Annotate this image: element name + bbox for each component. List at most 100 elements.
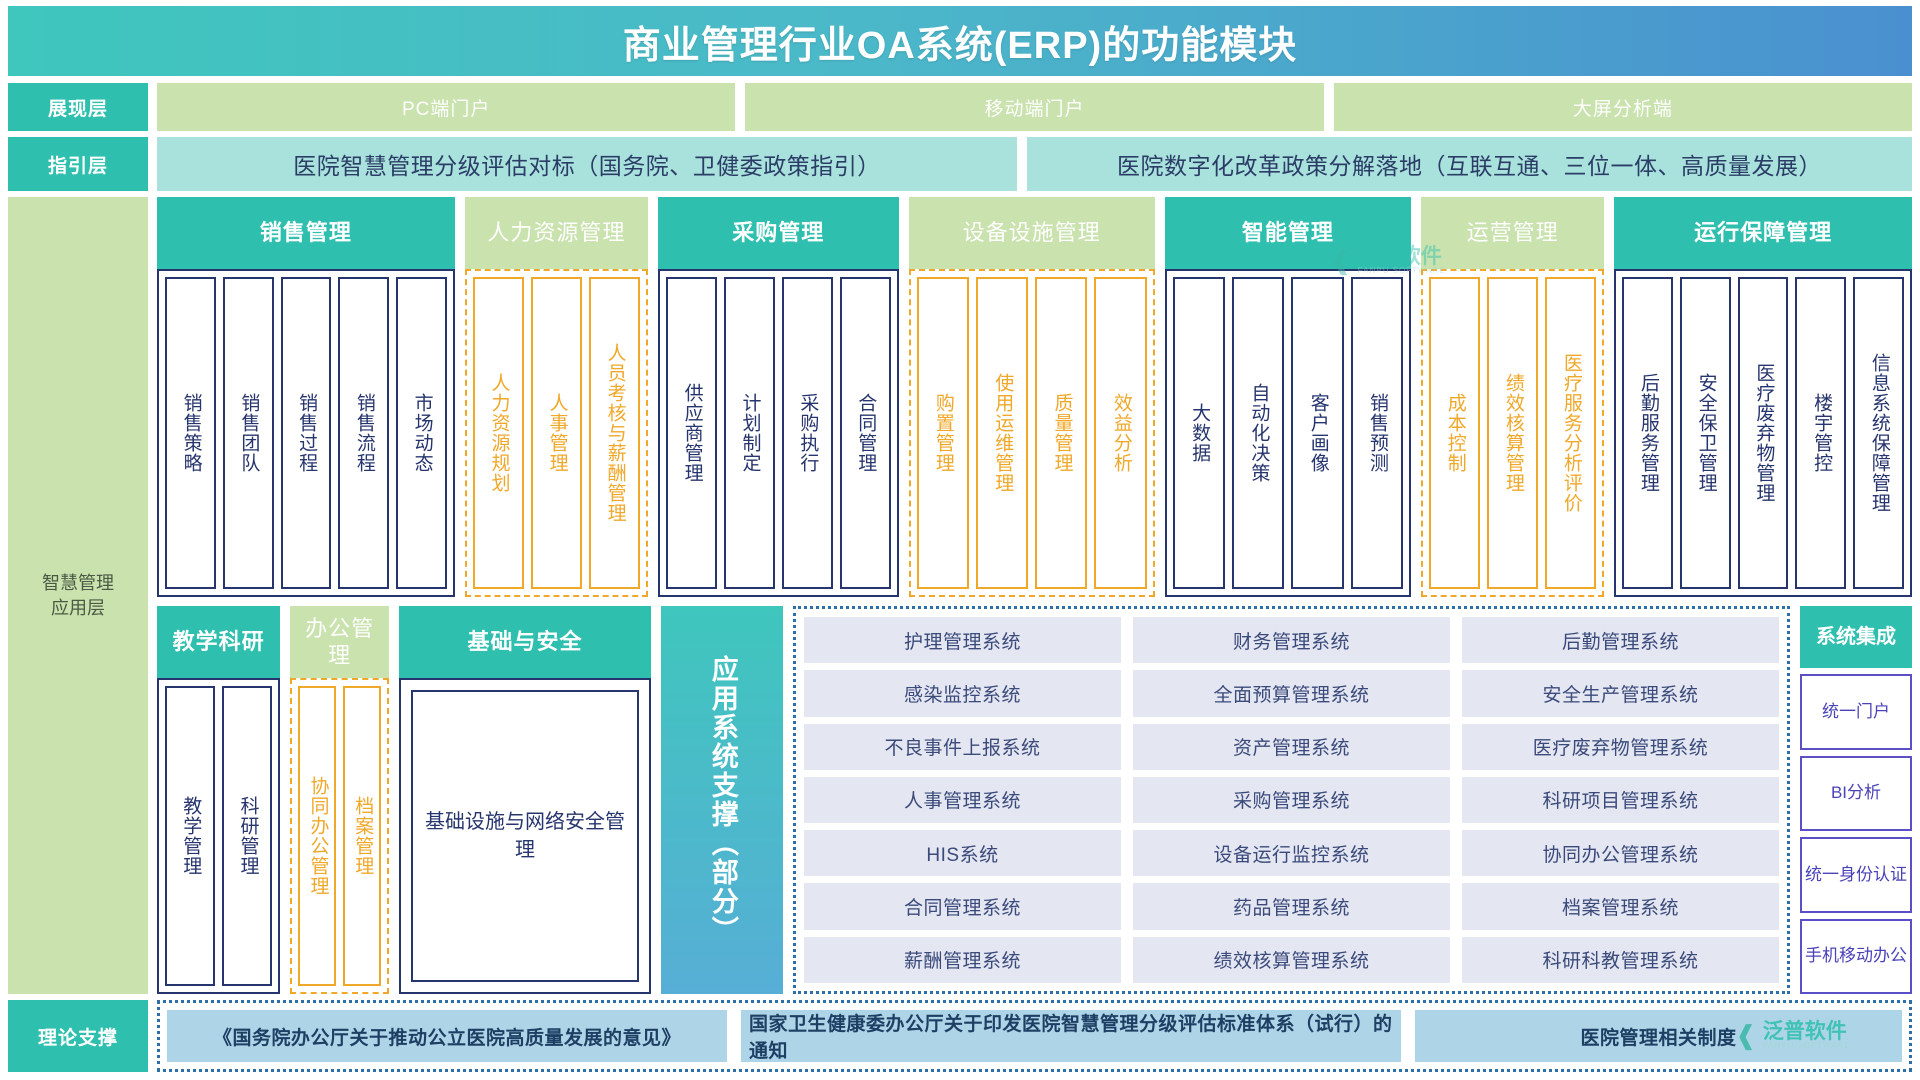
- system-integration-item[interactable]: BI分析: [1800, 755, 1912, 831]
- application-system-cell[interactable]: 全面预算管理系统: [1133, 670, 1450, 717]
- module-item[interactable]: 成本控制: [1428, 277, 1481, 589]
- theory-cell: 《国务院办公厅关于推动公立医院高质量发展的意见》: [167, 1010, 727, 1062]
- module-title[interactable]: 人力资源管理: [464, 197, 649, 269]
- module-item[interactable]: 销售过程: [280, 277, 332, 589]
- application-system-cell[interactable]: 采购管理系统: [1133, 776, 1450, 824]
- application-system-cell[interactable]: 绩效核算管理系统: [1133, 936, 1450, 983]
- module-items: 供应商管理计划制定采购执行合同管理: [658, 269, 899, 597]
- presentation-cell[interactable]: PC端门户: [157, 83, 736, 131]
- module-item[interactable]: 销售策略: [165, 277, 216, 589]
- module-item[interactable]: 人员考核与薪酬管理: [588, 277, 640, 589]
- application-system-cell[interactable]: 科研项目管理系统: [1462, 776, 1779, 824]
- module-title[interactable]: 办公管理: [290, 606, 389, 678]
- module-item[interactable]: 档案管理: [343, 686, 382, 986]
- application-system-cell[interactable]: 薪酬管理系统: [804, 936, 1121, 983]
- application-system-cell[interactable]: 安全生产管理系统: [1462, 670, 1779, 717]
- module-item[interactable]: 教学管理: [165, 686, 216, 986]
- module-item[interactable]: 科研管理: [222, 686, 273, 986]
- module-item[interactable]: 客户画像: [1291, 277, 1344, 589]
- application-system-cell[interactable]: 人事管理系统: [804, 776, 1121, 824]
- module-销售管理: 销售管理销售策略销售团队销售过程销售流程市场动态: [157, 197, 455, 597]
- module-item[interactable]: 销售流程: [338, 277, 389, 589]
- module-item[interactable]: 安全保卫管理: [1679, 277, 1731, 589]
- module-设备设施管理: 设备设施管理购置管理使用运维管理质量管理效益分析: [908, 197, 1155, 597]
- application-system-cell[interactable]: 设备运行监控系统: [1133, 830, 1450, 877]
- module-运营管理: 运营管理成本控制绩效核算管理医疗服务分析评价: [1420, 197, 1605, 597]
- application-system-cell[interactable]: 护理管理系统: [804, 617, 1121, 664]
- module-group-bottom: 教学科研教学管理科研管理办公管理协同办公管理档案管理 基础与安全 基础设施与网络…: [157, 606, 1912, 994]
- module-item[interactable]: 医疗服务分析评价: [1545, 277, 1597, 589]
- module-title[interactable]: 教学科研: [157, 606, 281, 678]
- module-items: 教学管理科研管理: [157, 678, 281, 994]
- module-item[interactable]: 供应商管理: [666, 277, 717, 589]
- module-item[interactable]: 信息系统保障管理: [1853, 277, 1904, 589]
- application-system-cell[interactable]: 资产管理系统: [1133, 723, 1450, 770]
- module-base-security-body: 基础设施与网络安全管理: [399, 678, 651, 994]
- application-layer-label: 智慧管理应用层: [8, 197, 148, 994]
- bottom-left-modules: 教学科研教学管理科研管理办公管理协同办公管理档案管理: [157, 606, 389, 994]
- presentation-cell[interactable]: 大屏分析端: [1333, 83, 1912, 131]
- application-system-cell[interactable]: 感染监控系统: [804, 670, 1121, 717]
- module-item[interactable]: 质量管理: [1035, 277, 1088, 589]
- application-systems-row: 人事管理系统采购管理系统科研项目管理系统: [804, 776, 1779, 824]
- module-title[interactable]: 采购管理: [658, 197, 899, 269]
- theory-cell: 国家卫生健康委办公厅关于印发医院智慧管理分级评估标准体系（试行）的通知: [741, 1010, 1401, 1062]
- presentation-cell[interactable]: 移动端门户: [745, 83, 1324, 131]
- module-item[interactable]: 绩效核算管理: [1487, 277, 1539, 589]
- application-system-cell[interactable]: 科研科教管理系统: [1462, 936, 1779, 983]
- system-integration-item[interactable]: 手机移动办公: [1800, 918, 1912, 994]
- module-base-security-content: 基础设施与网络安全管理: [411, 690, 639, 982]
- guidance-layer: 指引层 医院智慧管理分级评估对标（国务院、卫健委政策指引） 医院数字化改革政策分…: [8, 137, 1912, 191]
- module-item[interactable]: 采购执行: [781, 277, 833, 589]
- application-systems-row: 薪酬管理系统绩效核算管理系统科研科教管理系统: [804, 936, 1779, 983]
- module-item[interactable]: 医疗废弃物管理: [1737, 277, 1789, 589]
- module-item[interactable]: 销售预测: [1350, 277, 1403, 589]
- application-system-cell[interactable]: 协同办公管理系统: [1462, 830, 1779, 877]
- application-systems-row: 感染监控系统全面预算管理系统安全生产管理系统: [804, 670, 1779, 717]
- module-item[interactable]: 后勤服务管理: [1622, 277, 1673, 589]
- application-system-cell[interactable]: 医疗废弃物管理系统: [1462, 723, 1779, 770]
- module-item[interactable]: 自动化决策: [1232, 277, 1285, 589]
- module-item[interactable]: 大数据: [1172, 277, 1226, 589]
- smart-management-application-layer: 智慧管理应用层 销售管理销售策略销售团队销售过程销售流程市场动态人力资源管理人力…: [8, 197, 1912, 994]
- application-system-cell[interactable]: 不良事件上报系统: [804, 723, 1121, 770]
- module-title[interactable]: 销售管理: [157, 197, 455, 269]
- module-item[interactable]: 人事管理: [530, 277, 582, 589]
- application-system-cell[interactable]: 财务管理系统: [1133, 617, 1450, 664]
- module-title[interactable]: 设备设施管理: [908, 197, 1155, 269]
- module-item[interactable]: 人力资源规划: [472, 277, 524, 589]
- module-item[interactable]: 计划制定: [723, 277, 775, 589]
- application-system-cell[interactable]: 合同管理系统: [804, 883, 1121, 930]
- system-integration-item[interactable]: 统一门户: [1800, 674, 1912, 750]
- module-人力资源管理: 人力资源管理人力资源规划人事管理人员考核与薪酬管理: [464, 197, 649, 597]
- guidance-cell: 医院智慧管理分级评估对标（国务院、卫健委政策指引）: [157, 137, 1017, 191]
- application-system-cell[interactable]: 档案管理系统: [1462, 883, 1779, 930]
- module-item[interactable]: 合同管理: [839, 277, 891, 589]
- module-title[interactable]: 运营管理: [1420, 197, 1605, 269]
- application-system-cell[interactable]: HIS系统: [804, 830, 1121, 877]
- module-items: 购置管理使用运维管理质量管理效益分析: [908, 269, 1155, 597]
- module-item[interactable]: 购置管理: [916, 277, 969, 589]
- module-智能管理: 智能管理大数据自动化决策客户画像销售预测: [1164, 197, 1411, 597]
- module-title[interactable]: 智能管理: [1164, 197, 1411, 269]
- module-item[interactable]: 使用运维管理: [975, 277, 1029, 589]
- page-title: 商业管理行业OA系统(ERP)的功能模块: [8, 6, 1912, 76]
- application-system-cell[interactable]: 药品管理系统: [1133, 883, 1450, 930]
- module-group-top: 销售管理销售策略销售团队销售过程销售流程市场动态人力资源管理人力资源规划人事管理…: [157, 197, 1912, 597]
- theory-layer: 理论支撑 《国务院办公厅关于推动公立医院高质量发展的意见》 国家卫生健康委办公厅…: [8, 1000, 1912, 1072]
- system-integration-item[interactable]: 统一身份认证: [1800, 837, 1912, 913]
- module-item[interactable]: 销售团队: [222, 277, 274, 589]
- module-item[interactable]: 协同办公管理: [298, 686, 337, 986]
- module-运行保障管理: 运行保障管理后勤服务管理安全保卫管理医疗废弃物管理楼宇管控信息系统保障管理: [1614, 197, 1912, 597]
- theory-layer-cells: 《国务院办公厅关于推动公立医院高质量发展的意见》 国家卫生健康委办公厅关于印发医…: [157, 1000, 1912, 1072]
- module-items: 后勤服务管理安全保卫管理医疗废弃物管理楼宇管控信息系统保障管理: [1614, 269, 1912, 597]
- module-item[interactable]: 效益分析: [1094, 277, 1147, 589]
- module-title[interactable]: 运行保障管理: [1614, 197, 1912, 269]
- application-systems-row: HIS系统设备运行监控系统协同办公管理系统: [804, 830, 1779, 877]
- app-support-bar: 应用系统支撑（部分）: [661, 606, 783, 994]
- module-item[interactable]: 楼宇管控: [1795, 277, 1847, 589]
- module-item[interactable]: 市场动态: [396, 277, 447, 589]
- theory-cell: 医院管理相关制度: [1415, 1010, 1902, 1062]
- application-system-cell[interactable]: 后勤管理系统: [1462, 617, 1779, 664]
